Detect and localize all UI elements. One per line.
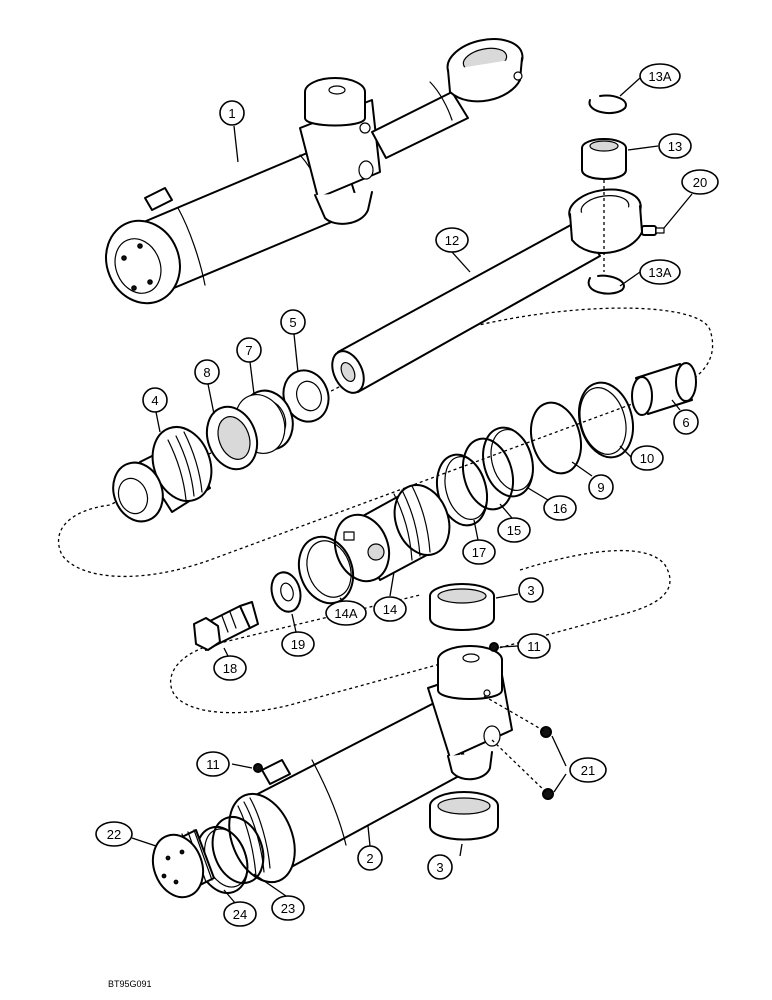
ring-15 bbox=[462, 437, 514, 511]
bushing-13 bbox=[581, 138, 627, 180]
svg-text:20: 20 bbox=[693, 175, 707, 190]
svg-text:14: 14 bbox=[383, 602, 397, 617]
svg-text:13A: 13A bbox=[648, 69, 671, 84]
callout-3-lower: 3 bbox=[427, 854, 453, 880]
piston-rod-12 bbox=[331, 188, 643, 394]
callout-6: 6 bbox=[673, 409, 699, 435]
callout-11-lower: 11 bbox=[196, 751, 230, 777]
seal-8 bbox=[205, 405, 259, 471]
callout-7: 7 bbox=[236, 337, 262, 363]
svg-text:13: 13 bbox=[668, 139, 682, 154]
svg-text:1: 1 bbox=[228, 106, 235, 121]
ring-16 bbox=[482, 426, 534, 498]
svg-text:9: 9 bbox=[597, 480, 604, 495]
svg-text:6: 6 bbox=[682, 415, 689, 430]
svg-text:2: 2 bbox=[366, 851, 373, 866]
svg-text:5: 5 bbox=[289, 315, 296, 330]
svg-text:14A: 14A bbox=[334, 606, 357, 621]
gland-4 bbox=[112, 426, 213, 523]
callout-11-upper: 11 bbox=[517, 633, 551, 659]
callout-9: 9 bbox=[588, 474, 614, 500]
callout-21: 21 bbox=[569, 757, 607, 783]
svg-text:12: 12 bbox=[445, 233, 459, 248]
screw-11-upper bbox=[489, 642, 499, 652]
bushing-3-lower bbox=[429, 791, 499, 841]
ring-23 bbox=[211, 816, 265, 884]
snap-ring-13a-upper bbox=[588, 94, 627, 115]
svg-text:11: 11 bbox=[527, 639, 541, 654]
svg-text:17: 17 bbox=[472, 545, 486, 560]
callout-14a: 14A bbox=[325, 600, 367, 626]
bushing-6 bbox=[631, 362, 697, 416]
svg-text:3: 3 bbox=[527, 583, 534, 598]
svg-text:8: 8 bbox=[203, 365, 210, 380]
callout-24: 24 bbox=[223, 901, 257, 927]
callout-10: 10 bbox=[630, 445, 664, 471]
callout-8: 8 bbox=[194, 359, 220, 385]
callout-19: 19 bbox=[281, 631, 315, 657]
leader-lines bbox=[131, 77, 693, 905]
svg-text:23: 23 bbox=[281, 901, 295, 916]
callout-17: 17 bbox=[462, 539, 496, 565]
cylinder-tube-assembly-top bbox=[105, 38, 524, 305]
cylinder-tube-bottom bbox=[228, 645, 513, 884]
grease-fitting-20 bbox=[641, 225, 665, 236]
wiper-5 bbox=[282, 369, 330, 423]
callout-1: 1 bbox=[219, 100, 245, 126]
svg-text:3: 3 bbox=[436, 860, 443, 875]
svg-text:15: 15 bbox=[507, 523, 521, 538]
ring-10 bbox=[578, 381, 634, 459]
svg-text:7: 7 bbox=[245, 343, 252, 358]
seal-7 bbox=[234, 389, 294, 454]
svg-text:21: 21 bbox=[581, 763, 595, 778]
callout-13a-upper: 13A bbox=[639, 63, 681, 89]
callout-22: 22 bbox=[95, 821, 133, 847]
svg-text:18: 18 bbox=[223, 661, 237, 676]
callout-3-upper: 3 bbox=[518, 577, 544, 603]
washer-19 bbox=[270, 571, 302, 613]
callout-16: 16 bbox=[543, 495, 577, 521]
end-cap-22 bbox=[151, 829, 215, 899]
callout-12: 12 bbox=[435, 227, 469, 253]
callout-4: 4 bbox=[142, 387, 168, 413]
svg-text:24: 24 bbox=[233, 907, 247, 922]
callout-13a-lower: 13A bbox=[639, 259, 681, 285]
callout-18: 18 bbox=[213, 655, 247, 681]
svg-text:10: 10 bbox=[640, 451, 654, 466]
bushing-3-upper bbox=[429, 583, 495, 631]
callout-13: 13 bbox=[658, 133, 692, 159]
svg-text:22: 22 bbox=[107, 827, 121, 842]
callout-2: 2 bbox=[357, 845, 383, 871]
callout-15: 15 bbox=[497, 517, 531, 543]
lower-dashed-group-loop bbox=[170, 549, 671, 714]
drawing-code: BT95G091 bbox=[108, 979, 152, 989]
svg-text:13A: 13A bbox=[648, 265, 671, 280]
o-ring-9 bbox=[530, 401, 582, 475]
svg-text:16: 16 bbox=[553, 501, 567, 516]
snap-ring-13a-lower bbox=[587, 274, 625, 295]
piston-14 bbox=[333, 484, 451, 583]
screw-11-lower bbox=[253, 763, 263, 773]
callout-14: 14 bbox=[373, 596, 407, 622]
bolt-18 bbox=[193, 601, 259, 651]
grease-fittings-21 bbox=[540, 726, 554, 800]
svg-text:4: 4 bbox=[151, 393, 158, 408]
callout-5: 5 bbox=[280, 309, 306, 335]
callout-20: 20 bbox=[681, 169, 719, 195]
callout-23: 23 bbox=[271, 895, 305, 921]
svg-text:19: 19 bbox=[291, 637, 305, 652]
svg-text:11: 11 bbox=[206, 757, 220, 772]
